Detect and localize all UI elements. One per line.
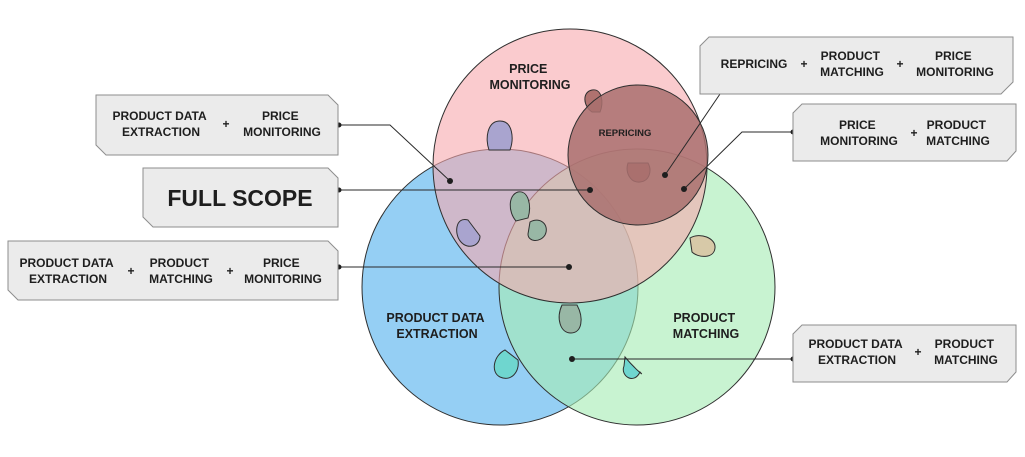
plus-sign: + (222, 117, 229, 131)
puzzle-tab-bottom-center (558, 304, 582, 334)
box-item-product-matching: PRODUCT MATCHING (934, 337, 998, 367)
puzzle-tab-bottom (493, 349, 519, 379)
callout-box-left-lower: PRODUCT DATA EXTRACTION + PRODUCT MATCHI… (7, 240, 339, 301)
dot-extraction-matching (569, 356, 575, 362)
box-item-product-data-extraction: PRODUCT DATA EXTRACTION (808, 337, 905, 367)
plus-sign: + (226, 264, 233, 278)
leader-right-upper (683, 131, 793, 190)
box-item-product-matching: PRODUCT MATCHING (149, 256, 213, 286)
dot-price-matching (681, 186, 687, 192)
puzzle-tab-right (689, 235, 716, 257)
puzzle-tab-bottom-right (622, 355, 642, 379)
callout-box-right-upper: PRICE MONITORING + PRODUCT MATCHING (792, 103, 1017, 162)
box-item-repricing: REPRICING (721, 57, 788, 71)
repricing-circle (567, 84, 709, 226)
puzzle-tab-center-left (527, 219, 547, 241)
plus-sign: + (914, 345, 921, 359)
plus-sign: + (896, 57, 903, 71)
puzzle-tab-center-top (509, 191, 531, 222)
box-item-product-data-extraction: PRODUCT DATA EXTRACTION (19, 256, 116, 286)
circle-labels: PRICE MONITORING REPRICING PRODUCT DATA … (386, 62, 739, 341)
puzzle-tab-top-left (486, 120, 513, 151)
repricing-label: REPRICING (599, 128, 652, 139)
puzzle-tab-left (456, 219, 481, 247)
box-item-product-matching: PRODUCT MATCHING (820, 49, 884, 79)
plus-sign: + (910, 126, 917, 140)
full-scope-label: FULL SCOPE (167, 185, 312, 211)
dot-full-scope (587, 187, 593, 193)
box-item-product-data-extraction: PRODUCT DATA EXTRACTION (112, 109, 209, 139)
box-item-price-monitoring: PRICE MONITORING (820, 118, 898, 148)
leader-dots (336, 87, 796, 362)
leader-left-upper (339, 124, 451, 182)
box-item-product-matching: PRODUCT MATCHING (926, 118, 990, 148)
plus-sign: + (127, 264, 134, 278)
dot-extraction-price (447, 178, 453, 184)
box-item-price-monitoring: PRICE MONITORING (244, 256, 322, 286)
product-matching-label: PRODUCT MATCHING (673, 311, 739, 341)
dot-extraction-matching-price (566, 264, 572, 270)
box-item-price-monitoring: PRICE MONITORING (916, 49, 994, 79)
dot-repricing-matching-price (662, 172, 668, 178)
callout-box-right-lower: PRODUCT DATA EXTRACTION + PRODUCT MATCHI… (792, 324, 1017, 383)
price-monitoring-label: PRICE MONITORING (489, 62, 570, 92)
callout-box-left-upper: PRODUCT DATA EXTRACTION + PRICE MONITORI… (95, 94, 339, 156)
product-data-extraction-label: PRODUCT DATA EXTRACTION (386, 311, 487, 341)
puzzle-tabs (456, 89, 716, 379)
callout-box-top-right: REPRICING + PRODUCT MATCHING + PRICE MON… (699, 36, 1014, 95)
box-item-price-monitoring: PRICE MONITORING (243, 109, 321, 139)
callout-box-full-scope: FULL SCOPE (142, 167, 339, 228)
plus-sign: + (800, 57, 807, 71)
